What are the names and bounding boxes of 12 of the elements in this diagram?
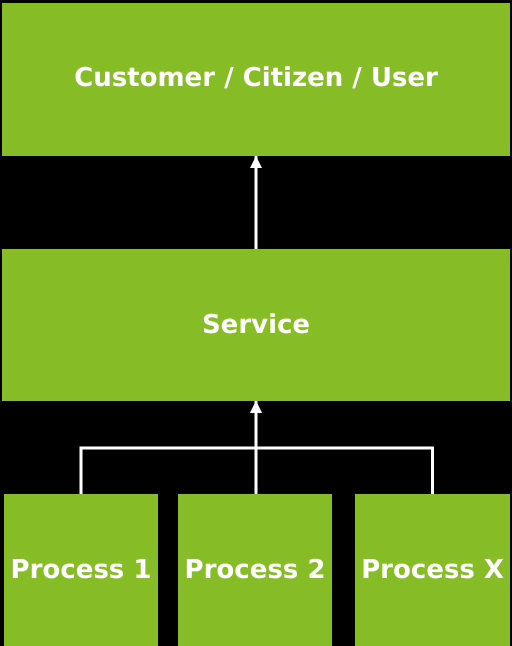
process-box	[178, 494, 332, 646]
arrow	[250, 401, 434, 494]
process-box	[2, 3, 510, 156]
node-label: Process X	[361, 554, 504, 587]
node-label: Process 1	[10, 554, 152, 587]
process-box	[2, 249, 510, 401]
process-box	[4, 494, 158, 646]
arrow	[250, 156, 262, 249]
node-label: Process 2	[184, 554, 326, 587]
process-box	[355, 494, 510, 646]
node-label: Customer / Citizen / User	[74, 62, 438, 95]
node-label: Service	[202, 309, 310, 342]
